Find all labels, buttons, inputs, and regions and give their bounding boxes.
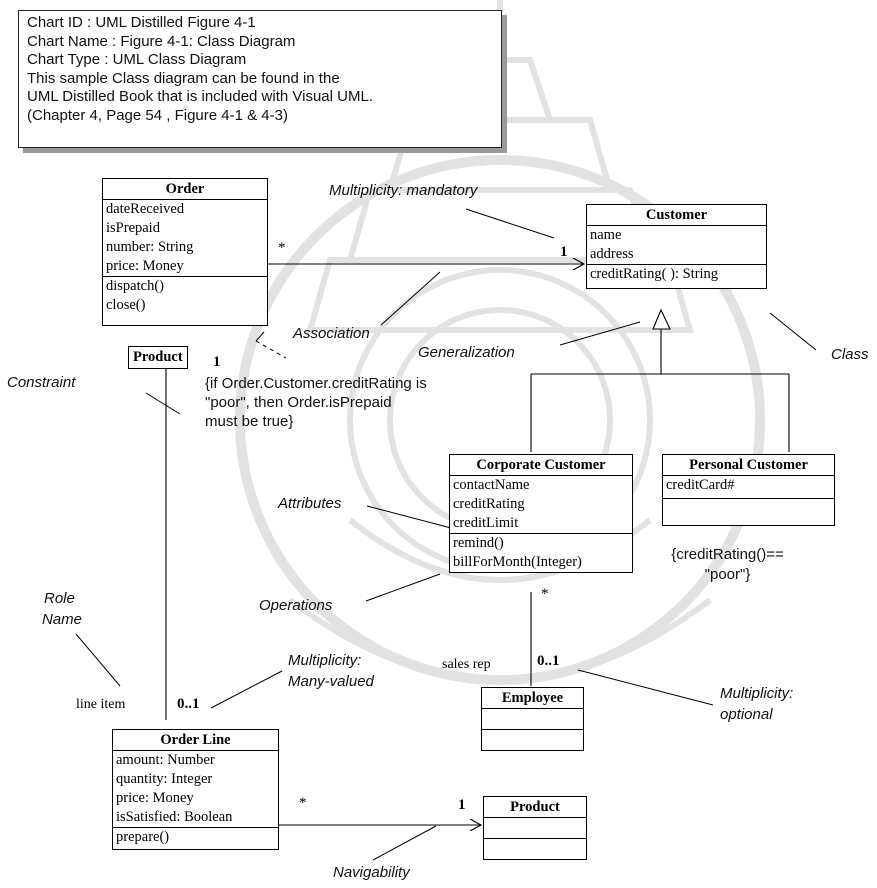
class-employee-operations [482,730,583,750]
mult-order-customer-order-end: * [278,240,286,257]
class-order-line-operations: prepare() [113,828,278,849]
class-product-name: Product [484,797,586,818]
constraint-line: "poor"} [664,565,791,585]
attribute: name [587,226,766,245]
order-qualifier-product: Product [128,346,188,369]
class-customer-name: Customer [587,205,766,226]
class-employee-attributes [482,709,583,730]
pointer-association [381,272,440,325]
class-customer-attributes: name address [587,226,766,265]
constraint-line: must be true} [205,412,427,431]
class-personal-customer-operations [663,499,834,525]
class-order-line[interactable]: Order Line amount: Number quantity: Inte… [112,729,279,850]
operation: close() [103,296,267,315]
annotation-role-name-line-1: Role [44,590,75,607]
annotation-multiplicity-many-line-1: Multiplicity: [288,652,361,669]
class-order-name: Order [103,179,267,200]
operation: remind() [450,534,632,553]
annotation-association: Association [293,325,370,342]
class-corporate-customer[interactable]: Corporate Customer contactName creditRat… [449,454,633,573]
attribute: quantity: Integer [113,770,278,789]
attribute: contactName [450,476,632,495]
operation: dispatch() [103,277,267,296]
mult-order-customer-customer-end: 1 [560,244,568,261]
constraint-line: {if Order.Customer.creditRating is [205,374,427,393]
class-customer[interactable]: Customer name address creditRating( ): S… [586,204,767,289]
class-order[interactable]: Order dateReceived isPrepaid number: Str… [102,178,268,326]
class-employee[interactable]: Employee [481,687,584,751]
attribute: creditCard# [663,476,834,495]
mult-orderline-order-end: 0..1 [177,696,200,713]
annotation-constraint: Constraint [7,374,75,391]
attribute: isSatisfied: Boolean [113,808,278,827]
generalization-triangle [653,310,670,329]
attribute: creditLimit [450,514,632,533]
annotation-class: Class [831,346,869,363]
constraint-order-prepaid: {if Order.Customer.creditRating is "poor… [205,374,427,431]
annotation-operations: Operations [259,597,332,614]
annotation-role-name-line-2: Name [42,611,82,628]
pointer-class [770,313,816,350]
constraint-personal-credit: {creditRating()== "poor"} [664,545,791,585]
class-corporate-customer-attributes: contactName creditRating creditLimit [450,476,632,534]
class-order-line-attributes: amount: Number quantity: Integer price: … [113,751,278,828]
pointer-multiplicity-mandatory [466,209,554,238]
pointer-multiplicity-optional [578,670,713,705]
class-order-operations: dispatch() close() [103,277,267,325]
attribute: isPrepaid [103,219,267,238]
class-corporate-customer-name: Corporate Customer [450,455,632,476]
class-product[interactable]: Product [483,796,587,860]
class-order-attributes: dateReceived isPrepaid number: String pr… [103,200,267,277]
annotation-multiplicity-optional-line-1: Multiplicity: [720,685,793,702]
pointer-constraint [146,393,180,414]
annotation-multiplicity-mandatory: Multiplicity: mandatory [329,182,477,199]
attribute: price: Money [113,789,278,808]
annotation-attributes: Attributes [278,495,341,512]
class-personal-customer-name: Personal Customer [663,455,834,476]
attribute: number: String [103,238,267,257]
constraint-line: "poor", then Order.isPrepaid [205,393,427,412]
attribute: amount: Number [113,751,278,770]
operation: prepare() [113,828,278,847]
annotation-generalization: Generalization [418,344,515,361]
role-sales-rep: sales rep [442,657,491,673]
pointer-attributes [367,506,451,528]
annotation-multiplicity-many-line-2: Many-valued [288,673,374,690]
class-corporate-customer-operations: remind() billForMonth(Integer) [450,534,632,572]
operation: billForMonth(Integer) [450,553,632,572]
pointer-constraint-note-2 [256,332,264,341]
attribute: address [587,245,766,264]
mult-orderline-product-line-end: * [299,795,307,812]
class-employee-name: Employee [482,688,583,709]
annotation-navigability: Navigability [333,864,410,881]
pointer-generalization [560,322,640,345]
pointer-role-name [76,634,120,686]
class-personal-customer[interactable]: Personal Customer creditCard# [662,454,835,526]
attribute: dateReceived [103,200,267,219]
pointer-constraint-note [256,341,286,358]
mult-order-qualifier-end: 1 [213,354,221,371]
attribute: price: Money [103,257,267,276]
attribute: creditRating [450,495,632,514]
class-customer-operations: creditRating( ): String [587,265,766,288]
class-personal-customer-attributes: creditCard# [663,476,834,499]
annotation-multiplicity-optional-line-2: optional [720,706,773,723]
pointer-operations [366,574,440,601]
pointer-multiplicity-many [211,671,282,708]
operation: creditRating( ): String [587,265,766,284]
class-order-line-name: Order Line [113,730,278,751]
class-product-operations [484,839,586,859]
mult-orderline-product-product-end: 1 [458,797,466,814]
mult-corporate-employee-employee-end: 0..1 [537,653,560,670]
class-product-attributes [484,818,586,839]
role-line-item: line item [76,697,125,713]
mult-corporate-employee-corporate-end: * [541,586,549,603]
constraint-line: {creditRating()== [664,545,791,565]
pointer-navigability [373,826,436,860]
